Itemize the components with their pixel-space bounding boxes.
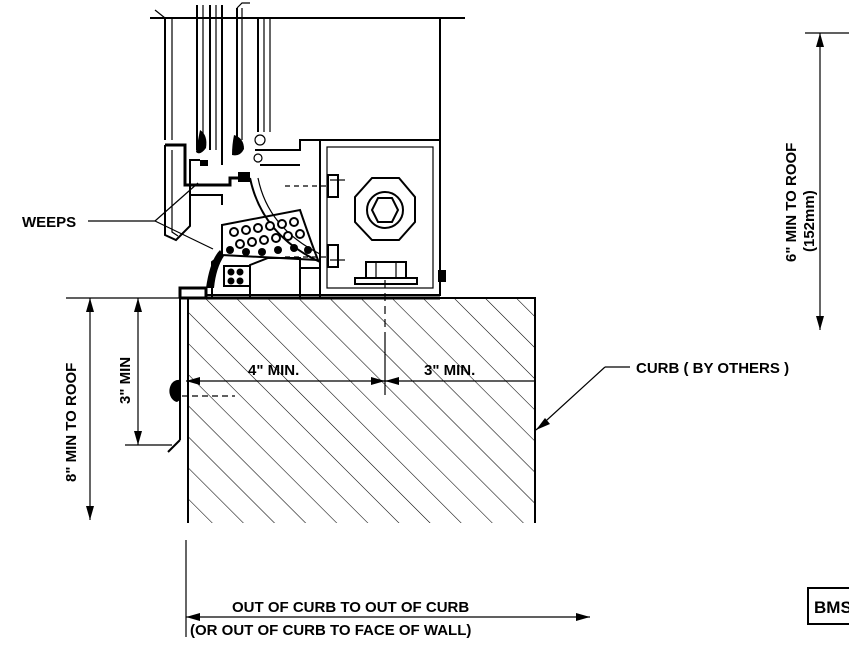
bottom-label-line2: (OR OUT OF CURB TO FACE OF WALL)	[190, 622, 471, 639]
three-min-horiz-label: 3" MIN.	[424, 362, 475, 379]
bolt-head	[354, 177, 416, 241]
curb	[187, 297, 536, 523]
horizontal-dimensions: 4" MIN. 3" MIN.	[186, 362, 535, 385]
curb-label: CURB ( BY OTHERS )	[636, 360, 789, 377]
bottom-dimension: OUT OF CURB TO OUT OF CURB (OR OUT OF CU…	[185, 540, 590, 639]
three-min-vert-label: 3" MIN	[117, 357, 134, 404]
six-min-label-line2: (152mm)	[801, 190, 818, 252]
sill-extrusion	[164, 139, 446, 300]
six-min-label-line1: 6" MIN TO ROOF	[783, 143, 800, 262]
curb-callout: CURB ( BY OTHERS )	[535, 360, 789, 431]
weeps-callout: WEEPS	[22, 182, 214, 250]
glazing-frame	[150, 2, 465, 182]
weeps-label: WEEPS	[22, 214, 76, 231]
six-min-dimension: 6" MIN TO ROOF (152mm)	[783, 32, 849, 330]
four-min-label: 4" MIN.	[248, 362, 299, 379]
eight-min-dimension: 8" MIN TO ROOF	[63, 297, 180, 520]
flashing	[167, 298, 235, 453]
brand-box: BMS	[807, 587, 849, 625]
brand-label: BMS	[814, 598, 849, 617]
bottom-label-line1: OUT OF CURB TO OUT OF CURB	[232, 599, 469, 616]
insulation	[206, 208, 320, 288]
eight-min-label: 8" MIN TO ROOF	[63, 363, 80, 482]
three-min-vert-dimension: 3" MIN	[117, 298, 172, 446]
